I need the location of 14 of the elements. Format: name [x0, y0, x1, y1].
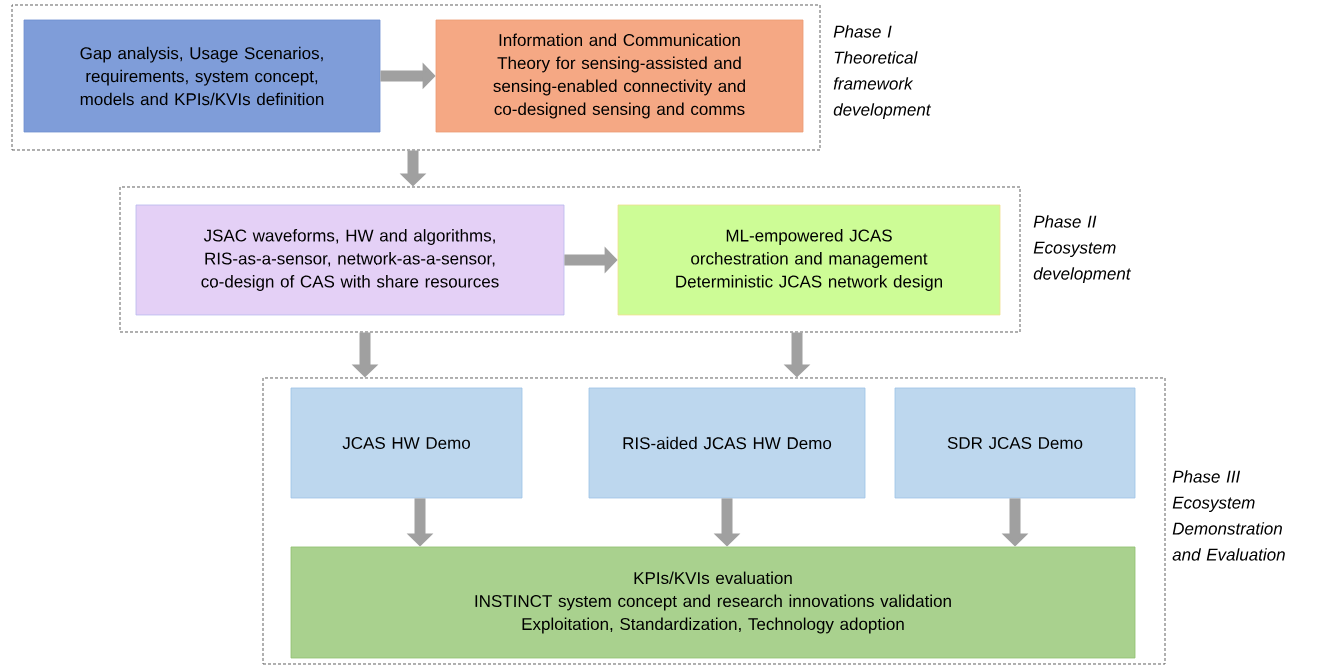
phase-label: Phase II Ecosystem development [1033, 215, 1132, 284]
process-box: ML-empowered JCAS orchestration and management Deterministic JCAS network design [617, 204, 1001, 316]
phase-frame [11, 4, 821, 151]
phase-label: Phase III Ecosystem Demonstration and Evaluation [1172, 470, 1285, 561]
process-box: RIS-aided JCAS HW Demo [588, 387, 866, 499]
process-box: Information and Communication Theory for sensing-assisted and sensing-enabled connectivity and co-designed sensing and comms [435, 19, 804, 133]
phase-frame [119, 186, 1021, 333]
process-box: JSAC waveforms, HW and algorithms, RIS-as-a-sensor, network-as-a-sensor, co-design of CAS with share resources [135, 204, 565, 316]
process-box: Gap analysis, Usage Scenarios, requirements, system concept, models and KPIs/KVIs definition [23, 19, 381, 133]
process-box: JCAS HW Demo [290, 387, 523, 499]
phase-label: Phase I Theoretical framework development [833, 25, 932, 120]
process-box: SDR JCAS Demo [894, 387, 1136, 499]
phase-frame [262, 377, 1166, 665]
process-box: KPIs/KVIs evaluation INSTINCT system concept and research innovations validation Exploitation, Standardization, Technology adoption [290, 546, 1136, 659]
